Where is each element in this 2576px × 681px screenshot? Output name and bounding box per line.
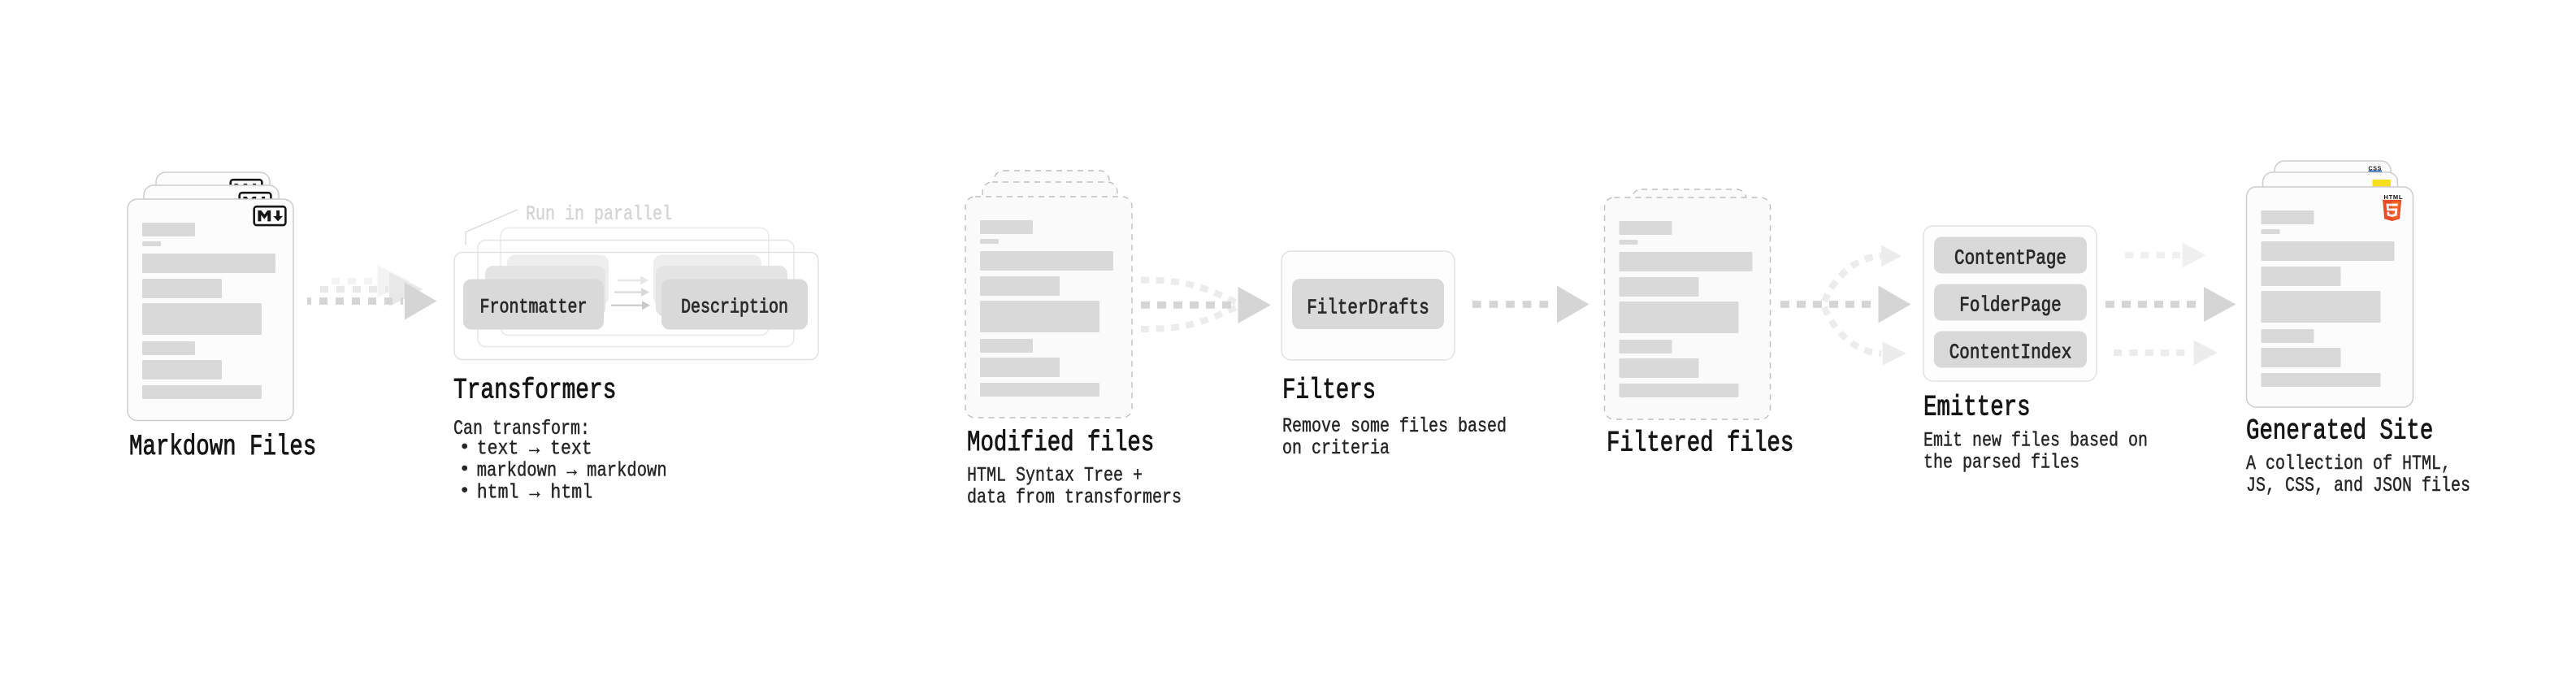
svg-text:ContentPage: ContentPage — [1954, 246, 2066, 271]
svg-text:Modified files: Modified files — [967, 427, 1154, 459]
svg-text:HTML: HTML — [2384, 193, 2404, 201]
svg-text:Filtered files: Filtered files — [1607, 427, 1793, 460]
svg-text:Markdown Files: Markdown Files — [129, 431, 316, 463]
svg-text:markdown → markdown: markdown → markdown — [477, 459, 667, 483]
svg-text:Frontmatter: Frontmatter — [480, 296, 588, 319]
svg-text:the parsed files: the parsed files — [1923, 451, 2079, 475]
svg-text:text → text: text → text — [477, 437, 592, 461]
svg-text:Emit new files based on: Emit new files based on — [1923, 429, 2148, 453]
svg-text:Emitters: Emitters — [1923, 392, 2031, 424]
svg-text:FolderPage: FolderPage — [1959, 293, 2061, 318]
svg-text:ContentIndex: ContentIndex — [1949, 340, 2072, 365]
svg-text:CSS: CSS — [2369, 166, 2383, 171]
svg-text:Can transform:: Can transform: — [453, 417, 590, 440]
svg-text:A collection of HTML,: A collection of HTML, — [2246, 452, 2451, 475]
svg-text:on criteria: on criteria — [1282, 436, 1390, 460]
svg-text:Filters: Filters — [1282, 375, 1376, 407]
svg-text:Run in parallel: Run in parallel — [526, 202, 672, 226]
svg-text:FilterDrafts: FilterDrafts — [1307, 296, 1429, 320]
svg-text:Transformers: Transformers — [453, 375, 616, 407]
svg-text:html → html: html → html — [477, 481, 593, 505]
svg-text:JS, CSS, and JSON files: JS, CSS, and JSON files — [2246, 474, 2470, 497]
svg-text:Generated Site: Generated Site — [2246, 415, 2433, 448]
svg-text:Description: Description — [681, 296, 788, 319]
svg-text:Remove some files based: Remove some files based — [1282, 414, 1507, 438]
svg-text:data from transformers: data from transformers — [967, 486, 1182, 510]
svg-text:HTML Syntax Tree +: HTML Syntax Tree + — [967, 464, 1143, 488]
